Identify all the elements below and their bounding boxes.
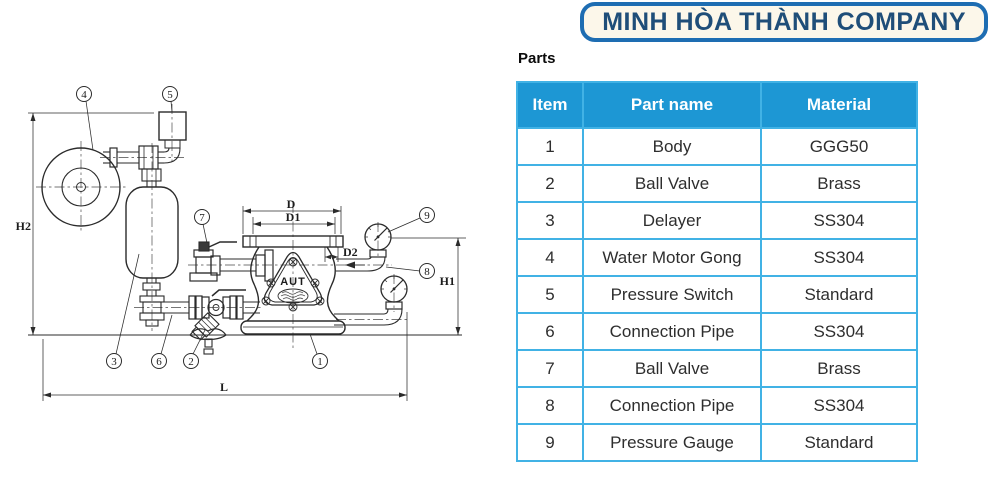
valve-logo-oval	[277, 288, 309, 304]
connection-pipe-upper	[189, 241, 274, 282]
callout-7: 7	[194, 209, 210, 225]
table-row: 7 Ball Valve Brass	[516, 349, 918, 388]
cell-item: 3	[516, 201, 584, 240]
svg-text:6: 6	[156, 356, 162, 368]
svg-text:D1: D1	[286, 210, 301, 224]
valve-brand-label: AUT	[280, 276, 306, 288]
y-strainer	[189, 312, 227, 355]
cell-material: GGG50	[760, 127, 918, 166]
cell-item: 6	[516, 312, 584, 351]
table-header-row: Item Part name Material	[516, 81, 918, 129]
svg-text:D2: D2	[343, 245, 358, 259]
gong-connection-pipe	[103, 145, 181, 170]
table-row: 8 Connection Pipe SS304	[516, 386, 918, 425]
svg-text:4: 4	[81, 89, 87, 101]
cell-item: 2	[516, 164, 584, 203]
delayer-outlet-union	[139, 278, 165, 327]
svg-text:2: 2	[188, 356, 194, 368]
svg-text:9: 9	[424, 210, 430, 222]
col-header-material: Material	[760, 81, 918, 129]
cell-item: 8	[516, 386, 584, 425]
svg-text:H2: H2	[16, 219, 31, 233]
callout-5: 5	[162, 86, 178, 102]
svg-text:1: 1	[317, 356, 323, 368]
cell-material: SS304	[760, 238, 918, 277]
pressure-switch	[158, 111, 187, 149]
cell-material: SS304	[760, 312, 918, 351]
svg-text:3: 3	[111, 356, 117, 368]
parts-table: Item Part name Material 1 Body GGG50 2 B…	[516, 81, 918, 462]
table-row: 4 Water Motor Gong SS304	[516, 238, 918, 277]
table-row: 6 Connection Pipe SS304	[516, 312, 918, 351]
table-row: 3 Delayer SS304	[516, 201, 918, 240]
cell-material: SS304	[760, 386, 918, 425]
cell-part-name: Pressure Gauge	[582, 423, 762, 462]
pressure-gauge-top	[364, 223, 392, 251]
connection-pipe-lower	[164, 295, 203, 320]
dimension-h1: H1	[391, 237, 466, 335]
cell-item: 7	[516, 349, 584, 388]
table-row: 2 Ball Valve Brass	[516, 164, 918, 203]
parts-table-title: Parts	[518, 50, 556, 67]
cell-item: 4	[516, 238, 584, 277]
callout-3: 3	[106, 353, 122, 369]
svg-text:H1: H1	[440, 274, 455, 288]
test-ball-valve	[198, 241, 237, 252]
svg-text:8: 8	[424, 266, 430, 278]
callout-6: 6	[151, 353, 167, 369]
valve-assembly-drawing: AUT	[16, 86, 466, 401]
cell-part-name: Body	[582, 127, 762, 166]
cell-item: 9	[516, 423, 584, 462]
table-row: 1 Body GGG50	[516, 127, 918, 166]
svg-text:D: D	[287, 197, 296, 211]
callout-8: 8	[419, 263, 435, 279]
parts-table-body: 1 Body GGG50 2 Ball Valve Brass 3 Delaye…	[516, 127, 918, 462]
cell-material: Brass	[760, 349, 918, 388]
table-row: 5 Pressure Switch Standard	[516, 275, 918, 314]
col-header-item: Item	[516, 81, 584, 129]
callout-9: 9	[419, 207, 435, 223]
svg-text:7: 7	[199, 212, 205, 224]
cell-item: 1	[516, 127, 584, 166]
cell-part-name: Water Motor Gong	[582, 238, 762, 277]
flow-arrow	[345, 261, 355, 269]
cell-part-name: Connection Pipe	[582, 386, 762, 425]
company-name: MINH HÒA THÀNH COMPANY	[602, 7, 966, 36]
dimension-h2: H2	[16, 112, 154, 335]
delayer-inlet-fitting	[141, 168, 162, 187]
dimension-d1: D1	[252, 210, 336, 234]
svg-text:L: L	[220, 380, 228, 394]
company-badge: MINH HÒA THÀNH COMPANY	[580, 2, 988, 42]
cell-part-name: Ball Valve	[582, 164, 762, 203]
connection-pipe-right-lower	[334, 301, 403, 326]
pressure-gauge-bottom	[380, 275, 408, 303]
callout-2: 2	[183, 353, 199, 369]
cell-part-name: Delayer	[582, 201, 762, 240]
cell-material: Brass	[760, 164, 918, 203]
callout-4: 4	[76, 86, 92, 102]
dimension-d: D	[242, 197, 342, 234]
cell-item: 5	[516, 275, 584, 314]
cell-material: SS304	[760, 201, 918, 240]
svg-text:5: 5	[167, 89, 173, 101]
cell-part-name: Pressure Switch	[582, 275, 762, 314]
col-header-partname: Part name	[582, 81, 762, 129]
delayer-tank	[125, 186, 179, 279]
cell-material: Standard	[760, 423, 918, 462]
dimension-l: L	[42, 312, 408, 401]
callout-leaders	[85, 100, 421, 355]
cell-part-name: Connection Pipe	[582, 312, 762, 351]
callout-1: 1	[312, 353, 328, 369]
cell-material: Standard	[760, 275, 918, 314]
dimension-d2: D2	[324, 245, 358, 262]
pipe-to-body	[229, 295, 260, 320]
table-row: 9 Pressure Gauge Standard	[516, 423, 918, 462]
water-motor-gong	[41, 147, 121, 227]
cell-part-name: Ball Valve	[582, 349, 762, 388]
